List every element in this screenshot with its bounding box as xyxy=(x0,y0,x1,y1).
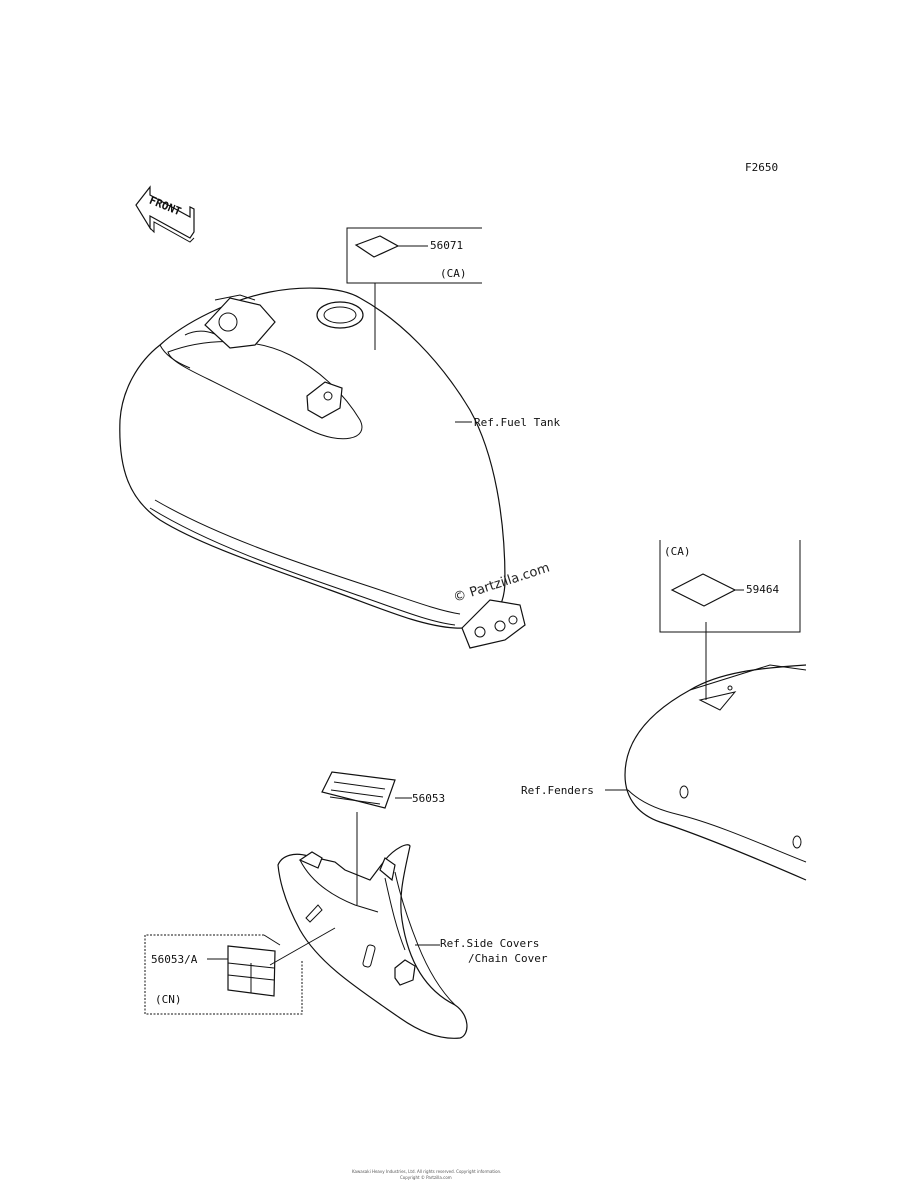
fuel-tank-drawing xyxy=(119,287,526,649)
fuel-tank-ref-label: Ref.Fuel Tank xyxy=(474,416,560,429)
fender-ref-label: Ref.Fenders xyxy=(521,784,594,797)
side-cover-alt-region: (CN) xyxy=(155,993,182,1006)
fender-part-number: 59464 xyxy=(746,583,779,596)
footer-line1: Kawasaki Heavy Industries, Ltd. All righ… xyxy=(352,1169,501,1174)
fuel-tank-region: (CA) xyxy=(440,267,467,280)
fender-region: (CA) xyxy=(664,545,691,558)
side-cover-decal: 56053 xyxy=(321,771,445,905)
side-cover-alt-part-number: 56053/A xyxy=(151,953,198,966)
side-cover-cn-callout: 56053/A (CN) xyxy=(144,927,336,1015)
watermark: © Partzilla.com xyxy=(452,561,552,606)
side-cover-part-number: 56053 xyxy=(412,792,445,805)
side-cover-ref-label-line2: /Chain Cover xyxy=(468,952,548,965)
side-cover-ref-label-line1: Ref.Side Covers xyxy=(440,937,539,950)
footer-line2: Copyright © Partzilla.com xyxy=(400,1175,452,1180)
fuel-tank-part-number: 56071 xyxy=(430,239,463,252)
fender-callout: (CA) 59464 xyxy=(659,540,801,700)
fender-drawing: Ref.Fenders xyxy=(521,664,807,881)
decal-icon xyxy=(354,235,400,258)
decal-icon xyxy=(321,771,396,809)
fuel-tank-callout: 56071 (CA) Ref.Fuel Tank xyxy=(346,227,560,429)
front-arrow-icon: FRONT xyxy=(135,185,195,243)
figure-code: F2650 xyxy=(745,161,778,174)
side-cover-drawing: Ref.Side Covers /Chain Cover xyxy=(277,844,548,1039)
decal-icon xyxy=(670,573,737,607)
